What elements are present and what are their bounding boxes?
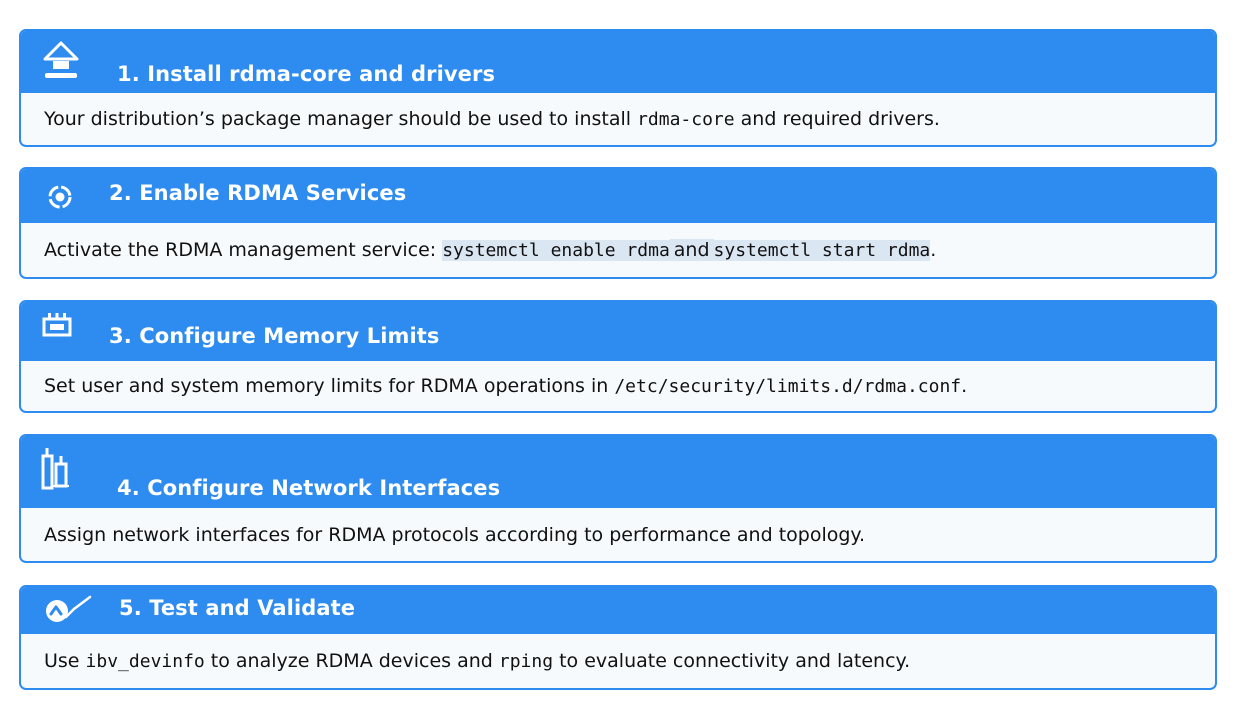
step-4-card: 4. Configure Network Interfaces Assign n… [19, 434, 1217, 563]
code-ibv-devinfo: ibv_devinfo [85, 650, 205, 672]
step-2-header: 2. Enable RDMA Services [21, 169, 1215, 223]
step-5-title: 5. Test and Validate [119, 596, 356, 620]
code-limits-conf: /etc/security/limits.d/rdma.conf [614, 375, 962, 397]
step-1-description: Your distribution’s package manager shou… [44, 108, 940, 130]
step-5-description: Use ibv_devinfo to analyze RDMA devices … [44, 650, 911, 672]
step-4-description: Assign network interfaces for RDMA proto… [44, 523, 865, 546]
install-icon [41, 39, 81, 83]
step-5-header: 5. Test and Validate [21, 587, 1215, 634]
step-2-title: 2. Enable RDMA Services [109, 181, 407, 205]
memory-icon [42, 311, 72, 337]
step-3-description: Set user and system memory limits for RD… [44, 375, 968, 397]
step-1-header: 1. Install rdma-core and drivers [21, 31, 1215, 93]
step-3-card: 3. Configure Memory Limits Set user and … [19, 300, 1217, 413]
step-5-card: 5. Test and Validate Use ibv_devinfo to … [19, 585, 1217, 690]
code-rdma-core: rdma-core [637, 108, 735, 130]
code-rping: rping [498, 650, 554, 672]
step-1-card: 1. Install rdma-core and drivers Your di… [19, 29, 1217, 147]
step-2-card: 2. Enable RDMA Services Activate the RDM… [19, 167, 1217, 279]
step-2-description: Activate the RDMA management service: sy… [44, 239, 937, 261]
step-4-header: 4. Configure Network Interfaces [21, 436, 1215, 508]
code-systemctl-start: systemctl start rdma [713, 239, 931, 261]
step-3-title: 3. Configure Memory Limits [109, 324, 440, 348]
step-3-header: 3. Configure Memory Limits [21, 302, 1215, 361]
network-interfaces-icon [41, 446, 81, 492]
validate-icon [44, 595, 94, 625]
step-4-title: 4. Configure Network Interfaces [117, 476, 501, 500]
target-icon [47, 184, 73, 210]
step-1-title: 1. Install rdma-core and drivers [117, 62, 496, 86]
code-systemctl-enable: systemctl enable rdma [442, 239, 670, 261]
